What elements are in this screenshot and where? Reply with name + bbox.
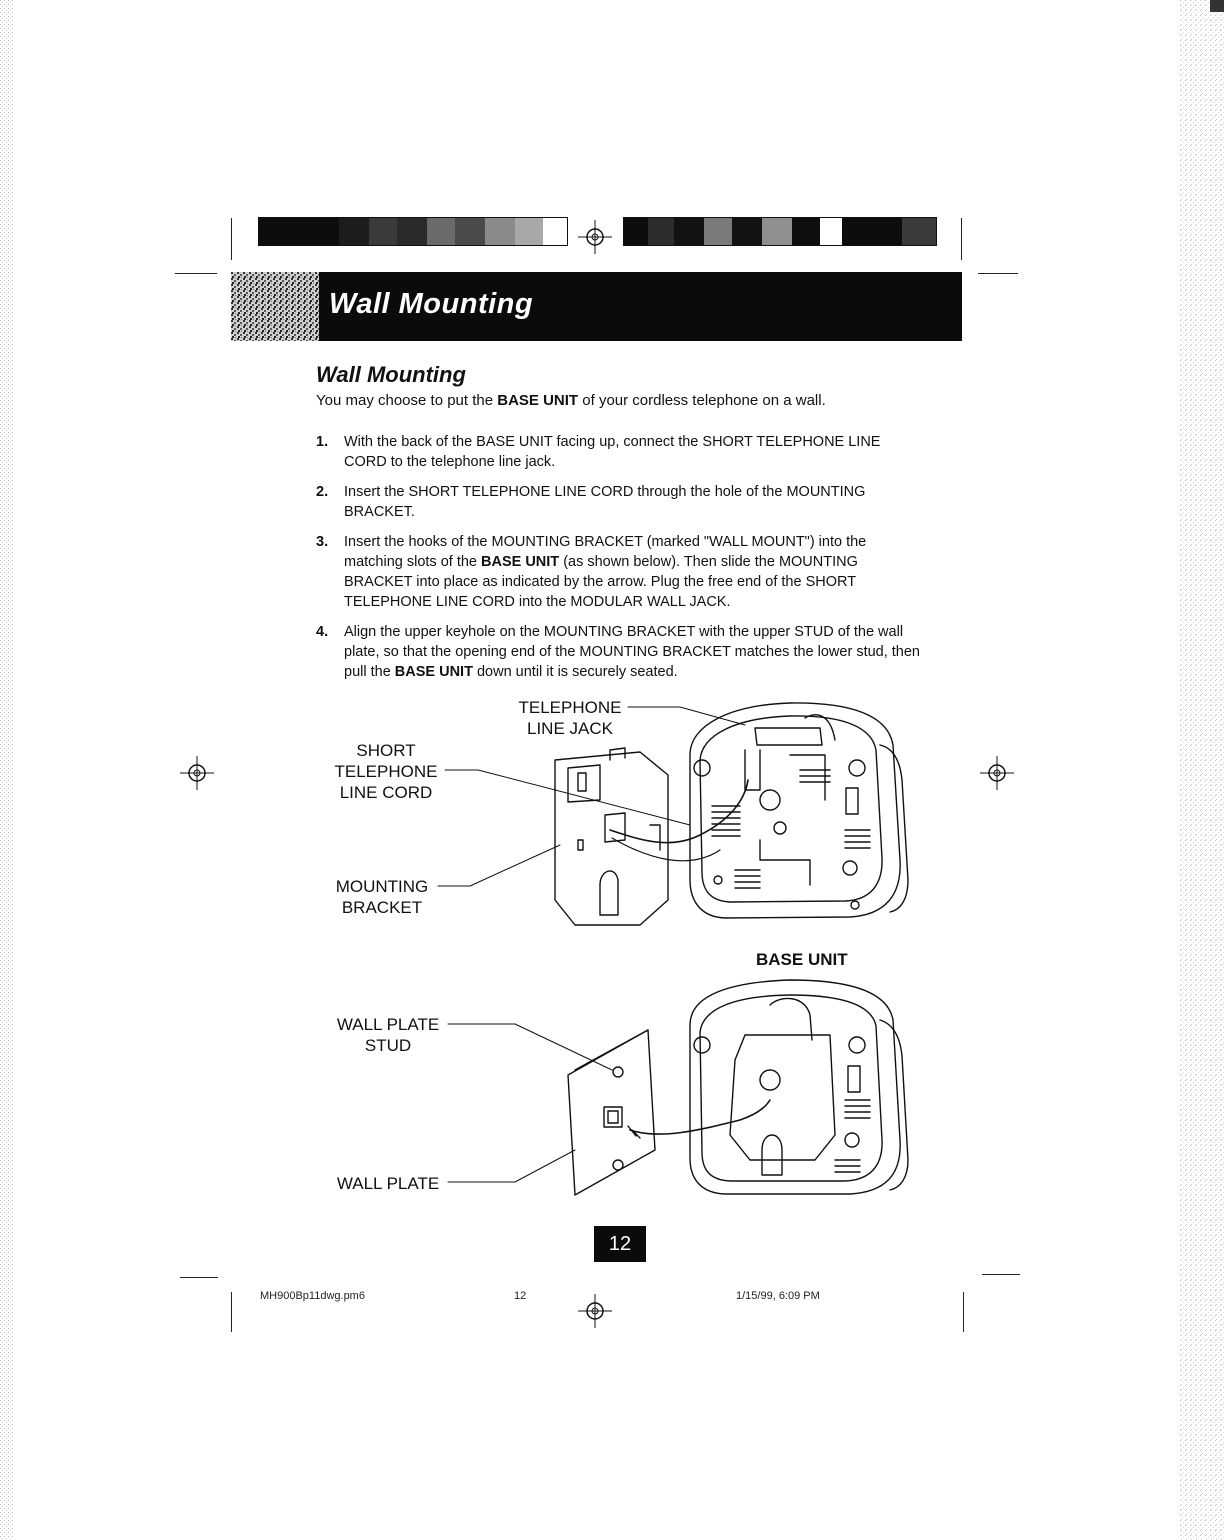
step-text-bold: BASE UNIT [481,554,560,570]
label-mounting-bracket-line1: MOUNTING [335,877,429,896]
label-wall-plate: WALL PLATE [336,1174,440,1193]
footer-page: 12 [514,1290,527,1302]
label-wall-plate-stud-line1: WALL PLATE [336,1015,440,1034]
registration-mark-bottom [578,1294,612,1328]
step-text: Align the upper keyhole on the MOUNTING … [344,624,920,680]
crop-mark-left-h [175,273,217,274]
registration-mark-top [578,220,612,254]
instruction-step: 2. Insert the SHORT TELEPHONE LINE CORD t… [316,482,926,522]
label-mounting-bracket: MOUNTING BRACKET [326,876,438,918]
mounting-bracket-illustration [554,747,669,926]
label-short-cord-line2: TELEPHONE [334,762,438,781]
label-mounting-bracket-line2: BRACKET [341,898,423,917]
intro-paragraph: You may choose to put the BASE UNIT of y… [316,392,826,409]
crop-mark-bottom-left-v [231,1292,232,1332]
page-number: 12 [594,1226,646,1262]
footer-timestamp: 1/15/99, 6:09 PM [736,1290,820,1302]
base-unit-mounted-illustration [689,979,909,1195]
wall-plate-illustration [567,1029,771,1196]
registration-mark-left [180,756,214,790]
step-text-bold: BASE UNIT [394,664,473,680]
scan-edge-noise-left [0,0,14,1540]
label-short-telephone-line-cord: SHORT TELEPHONE LINE CORD [328,740,444,803]
label-telephone-line-jack-line2: LINE JACK [527,719,613,738]
section-title: Wall Mounting [316,362,466,387]
intro-text-bold: BASE UNIT [497,392,579,409]
label-telephone-line-jack-line1: TELEPHONE [518,698,622,717]
scan-edge-noise-right [1180,0,1224,1540]
base-unit-back-illustration [689,702,909,919]
instruction-steps: 1. With the back of the BASE UNIT facing … [316,432,926,692]
crop-mark-top-right-v [961,218,962,260]
step-text: Insert the SHORT TELEPHONE LINE CORD thr… [344,484,866,520]
step-text: down until it is securely seated. [472,664,678,680]
header-banner: Wall Mounting [231,272,962,341]
step-text: Insert the hooks of the MOUNTING BRACKET… [344,534,867,570]
calibration-bar-left [258,217,568,246]
step-number: 4. [316,624,329,640]
label-wall-plate-stud-line2: STUD [364,1036,412,1055]
label-short-cord-line1: SHORT [356,741,416,760]
instruction-step: 3. Insert the hooks of the MOUNTING BRACK… [316,532,926,612]
crop-mark-bottom-right-v [963,1292,964,1332]
crop-mark-right-h [978,273,1018,274]
instruction-step: 1. With the back of the BASE UNIT facing … [316,432,926,472]
label-wall-plate-stud: WALL PLATE STUD [330,1014,446,1056]
step-text: With the back of the BASE UNIT facing up… [344,434,881,470]
banner-texture [231,272,319,341]
footer-file-name: MH900Bp11dwg.pm6 [260,1290,365,1302]
registration-mark-right [980,756,1014,790]
crop-mark-bottom-left-h [180,1277,218,1278]
step-number: 2. [316,484,329,500]
calibration-bar-right [623,217,937,246]
instruction-step: 4. Align the upper keyhole on the MOUNTIN… [316,622,926,682]
label-telephone-line-jack: TELEPHONE LINE JACK [512,697,628,739]
label-base-unit: BASE UNIT [756,950,848,969]
intro-text-before: You may choose to put the [316,392,498,409]
banner-title: Wall Mounting [329,288,534,320]
crop-mark-top-left-v [231,218,232,260]
step-number: 1. [316,434,329,450]
label-short-cord-line3: LINE CORD [339,783,433,802]
step-number: 3. [316,534,329,550]
intro-text-after: of your cordless telephone on a wall. [578,392,826,409]
step-text: (as shown below). Then slide the MOUNTIN… [344,554,858,610]
crop-mark-bottom-right-h [982,1274,1020,1275]
